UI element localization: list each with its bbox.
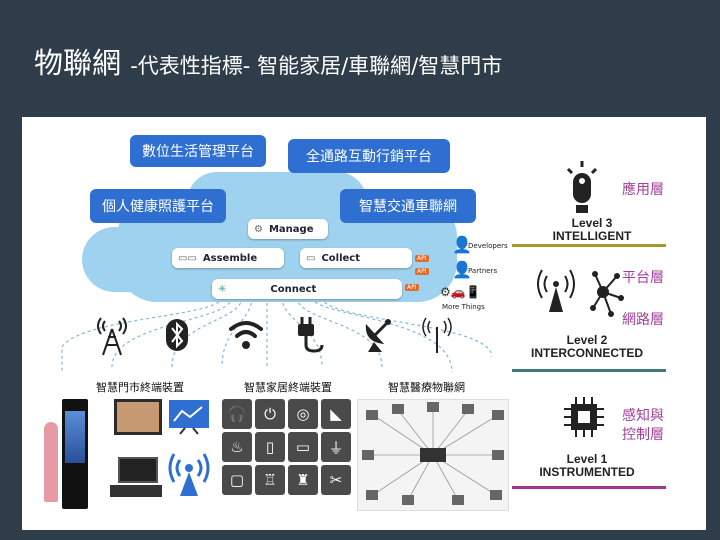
iron-icon: ◣: [321, 399, 351, 429]
level3-rule: [512, 244, 666, 247]
gear-icon: ⚙: [254, 223, 263, 235]
fridge-icon: ▯: [255, 432, 285, 462]
application-layer-label: 應用層: [622, 182, 664, 198]
title-main: 物聯網: [34, 46, 122, 80]
level2-line1: Level 2: [566, 333, 608, 347]
puzzle-icon: ▭▭: [178, 252, 197, 264]
personal-health-box: 個人健康照護平台: [90, 189, 226, 223]
network-icon: ✳: [218, 283, 227, 295]
level1-rule: [512, 486, 666, 489]
omnichannel-marketing-box: 全通路互動行銷平台: [288, 139, 450, 173]
video-call-image: [114, 399, 162, 435]
slide-title: 物聯網 -代表性指標- 智能家居/車聯網/智慧門市: [34, 40, 502, 82]
blender-icon: ♜: [288, 465, 318, 495]
level1-text: Level 1 INSTRUMENTED: [522, 453, 652, 479]
connect-pill: ✳ Connect: [212, 279, 402, 299]
medical-network-lines: [362, 402, 504, 505]
collect-label: Collect: [321, 252, 361, 264]
vacuum-icon: ♨: [222, 432, 252, 462]
level2-text: Level 2 INTERCONNECTED: [512, 334, 662, 360]
level3-text: Level 3 INTELLIGENT: [532, 217, 652, 243]
sensing-layer-label-2: 控制層: [622, 427, 664, 443]
plug-icon: ⏚: [321, 432, 351, 462]
connect-label: Connect: [270, 283, 317, 295]
person-image: [44, 422, 58, 502]
tv-icon: ▢: [222, 465, 252, 495]
kiosk-image: [62, 399, 88, 509]
sewing-machine-icon: ✂: [321, 465, 351, 495]
chart-display-icon: [169, 400, 209, 435]
home-appliance-grid: 🎧 ⏻ ◎ ◣ ♨ ▯ ▭ ⏚ ▢ ♖ ♜ ✂: [222, 399, 351, 495]
api-tag: API: [415, 255, 429, 262]
level3-line2: INTELLIGENT: [552, 229, 632, 243]
assemble-label: Assemble: [202, 252, 258, 264]
manage-pill: ⚙ Manage: [248, 219, 328, 239]
level2-rule: [512, 369, 666, 372]
partners-label: Partners: [468, 267, 498, 275]
pos-terminal-image: [110, 457, 162, 497]
smart-transport-box: 智慧交通車聯網: [340, 189, 476, 223]
diagram-panel: 數位生活管理平台 全通路互動行銷平台 個人健康照護平台 智慧交通車聯網 ⚙ Ma…: [22, 117, 706, 530]
power-plug-icon: [298, 317, 324, 353]
level1-line2: INSTRUMENTED: [539, 465, 635, 479]
chip-icon: [564, 397, 604, 437]
partner-icon: 👤: [452, 260, 472, 279]
more-things-label: More Things: [442, 303, 485, 311]
api-tag: API: [415, 268, 429, 275]
signal-hub-icon: [537, 269, 624, 317]
assemble-pill: ▭▭ Assemble: [172, 248, 284, 268]
wireless-signal-icon: [168, 453, 210, 496]
level2-line2: INTERCONNECTED: [530, 346, 643, 360]
headphones-icon: 🎧: [222, 399, 252, 429]
smart-medical-label: 智慧醫療物聯網: [388, 381, 465, 394]
lightbulb-icon: [566, 161, 598, 213]
washing-machine-icon: ◎: [288, 399, 318, 429]
medical-iot-diagram: [357, 399, 509, 511]
power-icon: ⏻: [255, 399, 285, 429]
smart-store-label: 智慧門市終端裝置: [96, 381, 184, 394]
tower-icon: [97, 317, 127, 356]
level3-line1: Level 3: [571, 216, 613, 230]
satellite-dish-icon: [365, 319, 391, 352]
title-subtitle: -代表性指標- 智能家居/車聯網/智慧門市: [130, 54, 503, 78]
level1-line1: Level 1: [566, 452, 608, 466]
things-icon: ⚙🚗📱: [440, 285, 481, 299]
smart-home-label: 智慧家居終端裝置: [244, 381, 332, 394]
kettle-icon: ♖: [255, 465, 285, 495]
developer-icon: 👤: [452, 235, 472, 254]
developers-label: Developers: [468, 242, 508, 250]
api-tag: API: [405, 284, 419, 291]
bluetooth-icon: [166, 319, 188, 351]
wifi-icon: [229, 321, 263, 349]
sensing-layer-label-1: 感知與: [622, 408, 664, 424]
collect-pill: ▭ Collect: [300, 248, 412, 268]
database-icon: ▭: [306, 252, 316, 264]
rfid-antenna-icon: [422, 317, 452, 353]
platform-layer-label: 平台層: [622, 270, 664, 286]
microwave-icon: ▭: [288, 432, 318, 462]
network-layer-label: 網路層: [622, 312, 664, 328]
manage-label: Manage: [268, 223, 314, 235]
digital-life-platform-box: 數位生活管理平台: [130, 135, 266, 167]
